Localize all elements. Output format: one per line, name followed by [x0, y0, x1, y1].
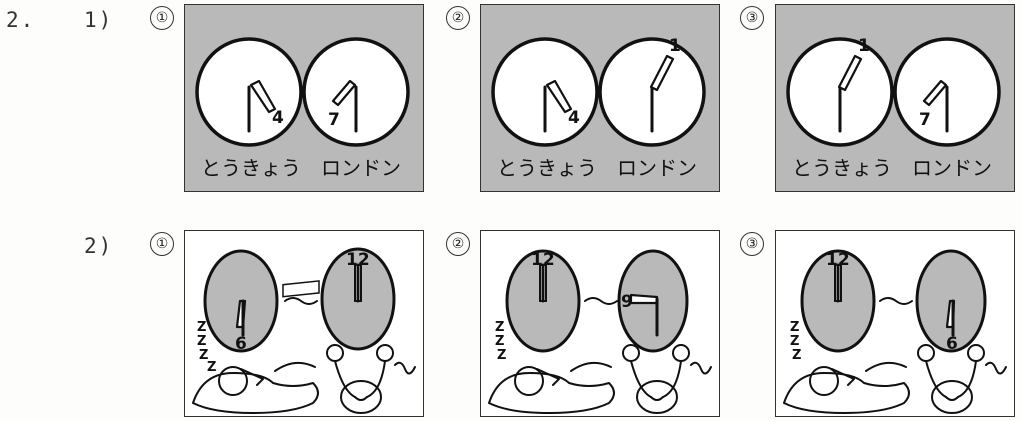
part1-item1-marker: ①	[150, 6, 174, 30]
part2-item1-marker: ①	[150, 232, 174, 256]
london-label: ロンドン	[912, 156, 992, 180]
tokyo-clock-numeral: 4	[272, 108, 284, 128]
world-clocks-figure: 4 7 とうきょう ロンドン	[195, 37, 410, 180]
london-clock: 1	[598, 36, 706, 147]
bedtime-clock: 12	[800, 249, 876, 353]
wave-connector	[284, 297, 318, 305]
wakeup-clock-numeral: 6	[946, 334, 958, 354]
part2-item3-panel: 12 6 Z Z Z	[775, 230, 1015, 417]
part1-item2-panel: 4 1 とうきょう ロンドン	[480, 4, 720, 192]
snore-z: Z	[790, 320, 799, 335]
sleep-illustration: 12 6 Z Z Z	[783, 249, 1007, 414]
wakeup-clock: 9	[617, 249, 689, 353]
world-clocks-figure: 1 7 とうきょう ロンドン	[786, 36, 1001, 180]
tokyo-label: とうきょう	[497, 156, 597, 180]
sleep-illustration: 12 9 Z Z Z	[488, 249, 712, 414]
waking-child-drawing	[917, 344, 1007, 414]
tokyo-clock-numeral: 1	[858, 36, 870, 56]
part2-item1-panel: 6 12 Z Z Z Z	[184, 230, 424, 417]
bedtime-clock: 6	[203, 249, 279, 354]
bedtime-clock-numeral: 12	[826, 250, 850, 270]
sleeping-child-drawing	[192, 361, 319, 414]
wave-connector	[879, 297, 913, 305]
waking-child-drawing	[622, 344, 712, 414]
london-clock-numeral: 1	[669, 36, 681, 56]
snore-z: Z	[495, 320, 504, 335]
sleep-illustration: 6 12 Z Z Z Z	[192, 247, 416, 414]
snore-z: Z	[497, 348, 506, 363]
snore-z: Z	[197, 334, 206, 349]
snore-z: Z	[495, 334, 504, 349]
part1-item3-panel: 1 7 とうきょう ロンドン	[775, 4, 1015, 192]
tokyo-clock: 4	[195, 37, 303, 147]
part2-item3-marker: ③	[740, 232, 764, 256]
part1-item2-marker: ②	[446, 6, 470, 30]
bedtime-clock-numeral: 6	[235, 334, 247, 354]
london-label: ロンドン	[617, 156, 697, 180]
tokyo-clock-numeral: 4	[568, 108, 580, 128]
wakeup-clock: 6	[915, 249, 987, 354]
part2-item2-panel: 12 9 Z Z Z	[480, 230, 720, 417]
part2-label: 2)	[84, 234, 114, 258]
snore-z: Z	[197, 320, 206, 335]
snore-z: Z	[207, 360, 216, 375]
part2-item2-marker: ②	[446, 232, 470, 256]
bedtime-clock-numeral: 12	[531, 250, 555, 270]
london-label: ロンドン	[321, 156, 401, 180]
sleeping-child-drawing	[783, 361, 910, 414]
wakeup-clock-numeral: 9	[621, 292, 633, 312]
wakeup-clock-numeral: 12	[346, 250, 370, 270]
london-clock-numeral: 7	[919, 110, 931, 130]
snore-z: Z	[790, 334, 799, 349]
london-clock-numeral: 7	[328, 110, 340, 130]
london-clock: 7	[893, 37, 1001, 147]
part1-label: 1)	[84, 8, 114, 32]
snore-z: Z	[199, 348, 208, 363]
part1-item3-marker: ③	[740, 6, 764, 30]
sleeping-child-drawing	[488, 361, 615, 414]
snore-z: Z	[792, 348, 801, 363]
world-clocks-figure: 4 1 とうきょう ロンドン	[491, 36, 706, 180]
london-clock: 7	[302, 37, 410, 147]
waking-child-drawing	[326, 344, 416, 414]
tokyo-label: とうきょう	[792, 156, 892, 180]
tokyo-clock: 4	[491, 37, 599, 147]
wakeup-clock: 12	[320, 247, 396, 351]
wave-connector	[584, 297, 618, 305]
question-number: 2.	[6, 8, 36, 32]
tokyo-label: とうきょう	[201, 156, 301, 180]
bedtime-clock: 12	[505, 249, 581, 353]
tokyo-clock: 1	[786, 36, 894, 147]
part1-item1-panel: 4 7 とうきょう ロンドン	[184, 4, 424, 192]
